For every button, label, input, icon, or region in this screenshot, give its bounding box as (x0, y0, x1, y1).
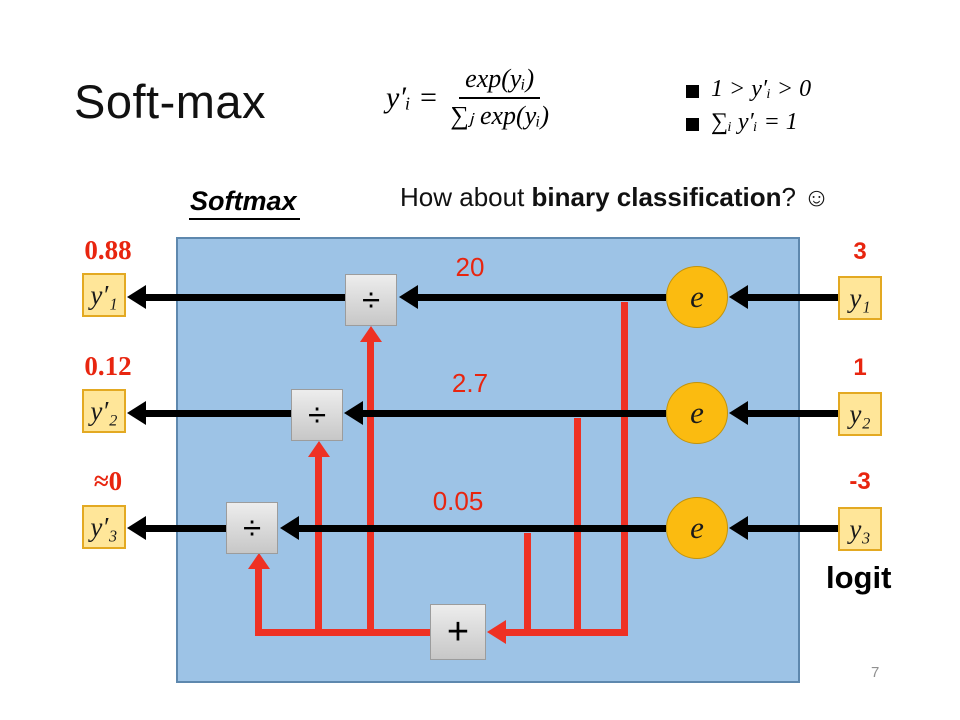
red-arrowhead-up-div3-icon (248, 553, 270, 569)
arrowhead-exp2-icon (729, 401, 748, 425)
red-line-from-sum (255, 629, 430, 636)
divide-box-1: ÷ (345, 274, 397, 326)
arrow-input1-to-exp1 (746, 294, 838, 301)
input-var-box-2: y₂ (838, 392, 882, 436)
red-line-down-row3 (524, 533, 531, 636)
red-arrowhead-into-sum-icon (487, 620, 506, 644)
input-value-1: 3 (853, 238, 867, 265)
arrow-div2-to-output2 (144, 410, 291, 417)
page-number: 7 (871, 664, 880, 681)
exp-value-3: 0.05 (432, 486, 484, 516)
arrow-exp1-to-div1 (416, 294, 666, 301)
output-var-box-3: y′₃ (82, 505, 126, 549)
softmax-formula: y′ᵢ = exp(yᵢ) ∑ⱼ exp(yᵢ) (386, 64, 549, 131)
output-value-2: 0.12 (84, 351, 132, 381)
slide-title: Soft-max (74, 75, 267, 128)
exp-value-2: 2.7 (451, 368, 489, 398)
red-line-up-div3 (255, 567, 262, 636)
red-line-up-div2 (315, 455, 322, 636)
red-line-up-div1 (367, 340, 374, 636)
input-var-box-1: y₁ (838, 276, 882, 320)
arrowhead-output3-icon (127, 516, 146, 540)
output-var-box-1: y′₁ (82, 273, 126, 317)
bullet-text: ∑ᵢ y′ᵢ = 1 (711, 109, 798, 135)
output-var-box-2: y′₂ (82, 389, 126, 433)
square-bullet-icon (686, 85, 699, 98)
arrow-input3-to-exp3 (746, 525, 838, 532)
formula-denominator: ∑ⱼ exp(yᵢ) (450, 101, 550, 130)
red-arrowhead-up-div1-icon (360, 326, 382, 342)
arrow-input2-to-exp2 (746, 410, 838, 417)
input-value-2: 1 (853, 354, 867, 381)
divide-box-3: ÷ (226, 502, 278, 554)
red-line-down-row1 (621, 302, 628, 636)
arrow-div1-to-output1 (144, 294, 345, 301)
exp-circle-3: e (666, 497, 728, 559)
question-prefix: How about (400, 182, 532, 212)
exp-value-1: 20 (455, 252, 485, 282)
arrow-exp2-to-div2 (361, 410, 666, 417)
bullet-text: 1 > y′ᵢ > 0 (711, 76, 812, 102)
output-value-3: ≈0 (93, 466, 123, 496)
sum-box: + (430, 604, 486, 660)
arrow-exp3-to-div3 (297, 525, 666, 532)
arrowhead-div2-icon (344, 401, 363, 425)
exp-circle-1: e (666, 266, 728, 328)
input-var-box-3: y₃ (838, 507, 882, 551)
square-bullet-icon (686, 118, 699, 131)
input-value-3: -3 (849, 468, 871, 495)
softmax-heading: Softmax (189, 186, 300, 220)
formula-fraction: exp(yᵢ) ∑ⱼ exp(yᵢ) (450, 64, 549, 131)
formula-lhs: y′ᵢ = (386, 80, 439, 114)
divide-box-2: ÷ (291, 389, 343, 441)
red-line-to-sum (505, 629, 628, 636)
bullet-item: 1 > y′ᵢ > 0 (686, 76, 811, 103)
arrowhead-output2-icon (127, 401, 146, 425)
binary-classification-question: How about binary classification? ☺ (400, 182, 830, 213)
arrowhead-exp1-icon (729, 285, 748, 309)
arrowhead-output1-icon (127, 285, 146, 309)
question-suffix-smiley: ? ☺ (781, 182, 830, 212)
red-arrowhead-up-div2-icon (308, 441, 330, 457)
arrowhead-exp3-icon (729, 516, 748, 540)
arrowhead-div3-icon (280, 516, 299, 540)
logit-label: logit (826, 560, 892, 595)
formula-numerator: exp(yᵢ) (459, 64, 541, 99)
arrow-div3-to-output3 (144, 525, 226, 532)
arrowhead-div1-icon (399, 285, 418, 309)
question-bold: binary classification (531, 182, 782, 212)
output-value-1: 0.88 (84, 235, 132, 265)
property-bullets: 1 > y′ᵢ > 0 ∑ᵢ y′ᵢ = 1 (686, 76, 811, 136)
exp-circle-2: e (666, 382, 728, 444)
bullet-item: ∑ᵢ y′ᵢ = 1 (686, 109, 811, 136)
